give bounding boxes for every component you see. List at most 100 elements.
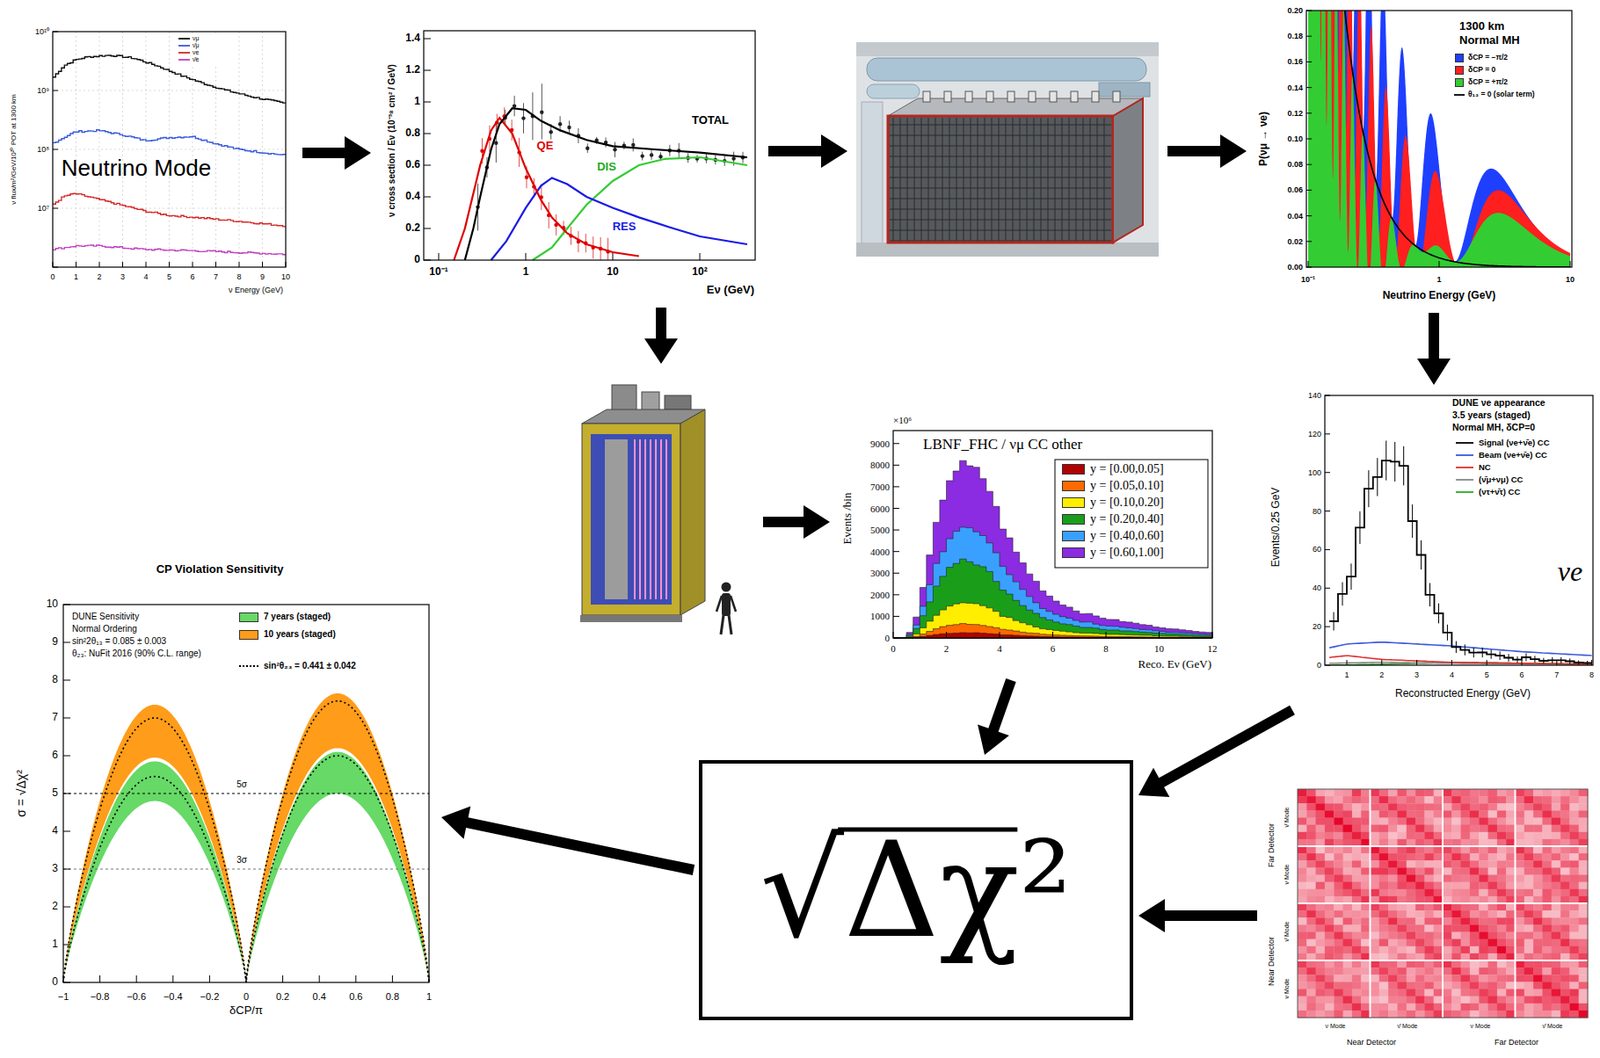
error-bar [1517,656,1519,663]
matrix-cell [1541,796,1552,805]
data-point [524,175,529,180]
matrix-cell [1360,960,1371,969]
tick-mark [52,208,59,210]
tick-mark [63,869,71,871]
matrix-cell [1461,882,1471,891]
matrix-cell [1360,796,1371,805]
matrix-cell [1343,860,1353,869]
matrix-cell [1461,967,1471,976]
matrix-cell [1360,875,1371,884]
matrix-cell [1469,917,1480,926]
matrix-cell [1569,889,1579,898]
legend-text: y = [0.05,0.10] [1090,479,1164,494]
matrix-cell [1297,924,1308,933]
matrix-cell [1461,867,1471,876]
matrix-cell [1352,875,1362,884]
matrix-cell [1324,882,1335,891]
matrix-cell [1360,853,1371,862]
error-bar [1508,654,1510,662]
axis-title: Events/0.25 GeV [1270,487,1283,568]
matrix-cell [1560,960,1571,969]
flow-arrow [763,505,830,539]
data-point [512,103,517,108]
matrix-cell [1415,882,1426,891]
tick-label: 0 [50,272,55,282]
matrix-cell [1578,832,1589,841]
matrix-cell [1306,932,1317,941]
detector-grid [935,117,937,241]
matrix-cell [1461,853,1471,862]
matrix-cell [1388,810,1398,819]
matrix-cell [1433,1003,1444,1012]
matrix-cell [1469,889,1480,898]
matrix-cell [1333,939,1344,948]
grid-line [261,31,263,268]
matrix-cell [1497,946,1507,955]
data-point [585,146,590,151]
matrix-cell [1442,803,1453,812]
matrix-cell [1433,818,1444,827]
matrix-cell [1488,967,1499,976]
matrix-cell [1478,917,1489,926]
matrix-cell [1578,818,1589,827]
matrix-cell [1451,981,1462,990]
matrix-cell [1569,996,1579,1005]
matrix-cell [1333,867,1344,876]
matrix-cell [1415,789,1426,798]
matrix-cell [1333,910,1344,919]
matrix-cell [1324,803,1335,812]
matrix-cell [1343,875,1353,884]
matrix-cell [1415,846,1426,855]
block-separator [1297,902,1588,905]
axis-title: Neutrino Energy (GeV) [1382,290,1497,303]
matrix-cell [1424,910,1434,919]
matrix-cell [1515,882,1526,891]
matrix-cell [1316,867,1326,876]
matrix-cell [1316,910,1326,919]
tick-label: 10 [606,266,619,279]
tick-mark [1306,189,1312,191]
matrix-cell [1333,924,1344,933]
tick-mark [136,975,138,983]
plot-area [52,31,286,268]
tick-mark [172,975,174,983]
matrix-cell [1469,924,1480,933]
matrix-cell [1370,960,1381,969]
tick-mark [438,253,440,261]
cross-section-curve [491,177,748,261]
legend-line-sample [1454,94,1465,96]
matrix-cell [1451,789,1462,798]
matrix-cell [1497,818,1507,827]
matrix-cell [1415,932,1426,941]
tick-label: 0.2 [276,991,290,1004]
matrix-cell [1415,960,1426,969]
matrix-cell [1533,932,1543,941]
matrix-cell [1497,846,1507,855]
matrix-cell [1578,853,1589,862]
matrix-cell [1360,867,1371,876]
matrix-cell [1497,917,1507,926]
matrix-cell [1343,946,1353,955]
matrix-cell [1578,903,1589,912]
axis-title: Reco. Eν (GeV) [1138,658,1212,672]
matrix-cell [1469,932,1480,941]
matrix-cell [1541,939,1552,948]
matrix-cell [1541,853,1552,862]
matrix-cell [1306,939,1317,948]
matrix-cell [1297,946,1308,955]
matrix-cell [1515,818,1526,827]
matrix-cell [1551,1010,1562,1019]
matrix-cell [1306,875,1317,884]
legend-text: y = [0.60,1.00] [1090,545,1164,560]
matrix-cell [1388,939,1398,948]
matrix-cell [1424,803,1434,812]
person-arm [716,596,722,612]
matrix-cell [1324,924,1335,933]
matrix-cell [1541,910,1552,919]
detector-grid [889,177,1112,179]
matrix-cell [1316,818,1326,827]
matrix-cell [1469,946,1480,955]
matrix-cell [1560,803,1571,812]
matrix-cell [1360,996,1371,1005]
